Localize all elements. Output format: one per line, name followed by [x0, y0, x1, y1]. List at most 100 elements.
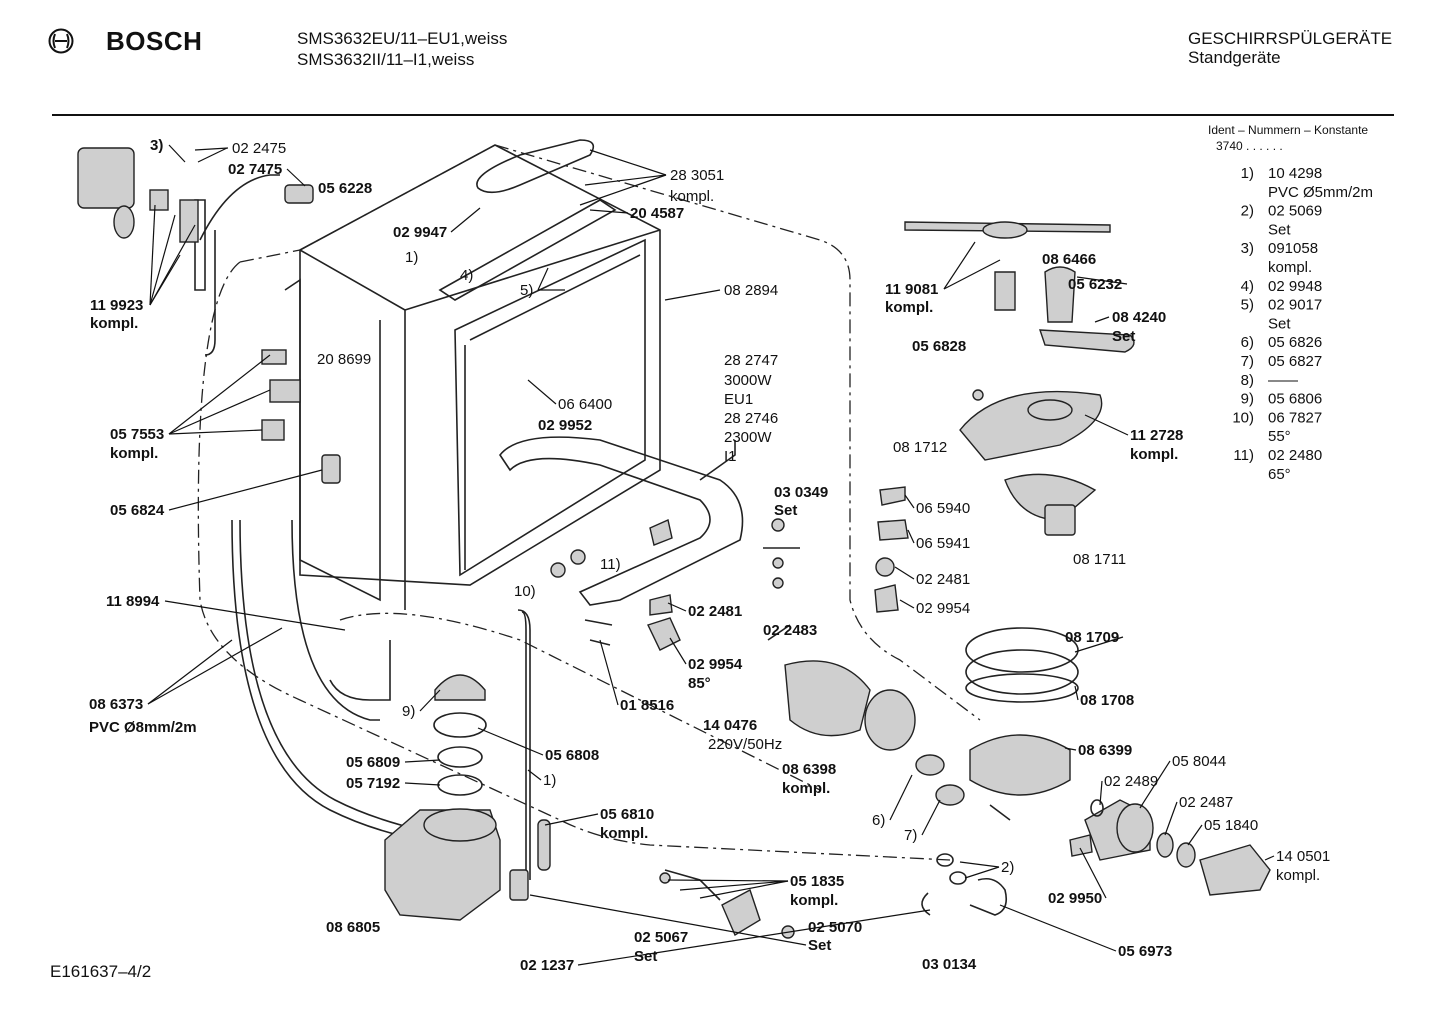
leader-line-15 [664, 289, 721, 301]
leader-line-29 [404, 759, 441, 763]
leader-line-53 [1264, 855, 1275, 861]
leader-line-35 [959, 861, 1000, 868]
callout-20: I1 [724, 448, 737, 465]
callout-47: 08 6398 [782, 761, 836, 778]
legend-value-14: 55° [1268, 428, 1291, 445]
callout-18: 28 2746 [724, 410, 778, 427]
leader-line-49 [1139, 760, 1171, 809]
leader-line-39 [1076, 276, 1128, 285]
ident-title: Ident – Nummern – Konstante [1208, 123, 1368, 137]
callout-34: 02 2483 [763, 622, 817, 639]
legend-key-11: 8) [1241, 372, 1254, 389]
callout-29: 11) [600, 556, 621, 573]
callout-16: 3000W [724, 372, 772, 389]
leader-line-20 [168, 469, 323, 511]
callout-67: 05 6828 [912, 338, 966, 355]
leader-line-25 [669, 637, 687, 665]
leader-lines [147, 144, 1275, 966]
callout-45: 14 0476 [703, 717, 757, 734]
legend-key-6: 4) [1241, 278, 1254, 295]
leader-line-37 [943, 241, 976, 290]
callout-27: 08 6373 [89, 696, 143, 713]
leader-line-18 [168, 389, 271, 435]
legend-key-12: 9) [1241, 391, 1254, 408]
leader-line-7 [149, 254, 181, 306]
callout-70: kompl. [1130, 446, 1178, 463]
callout-84: kompl. [1276, 867, 1320, 884]
model-line-2: SMS3632II/11–I1,weiss [297, 50, 475, 69]
leader-line-13 [537, 267, 549, 291]
legend-value-11: —— [1268, 372, 1298, 389]
legend-key-10: 7) [1241, 353, 1254, 370]
legend-value-8: Set [1268, 315, 1291, 332]
leader-line-33 [699, 880, 789, 899]
leader-line-41 [1084, 414, 1129, 436]
callout-77: 08 1708 [1080, 692, 1134, 709]
callout-24: kompl. [110, 445, 158, 462]
callout-11: 4) [460, 267, 473, 284]
leader-line-5 [149, 214, 176, 306]
parts-artwork [77, 139, 1271, 939]
legend-value-1: PVC Ø5mm/2m [1268, 184, 1373, 201]
callout-33: 02 2481 [688, 603, 742, 620]
leader-line-47 [1074, 685, 1079, 701]
leader-line-21 [164, 600, 346, 631]
leader-line-22 [147, 639, 233, 705]
callout-63: kompl. [885, 299, 933, 316]
callout-53: kompl. [790, 892, 838, 909]
leader-line-34 [667, 879, 789, 882]
callout-13: 08 2894 [724, 282, 778, 299]
legend-value-2: 02 5069 [1268, 203, 1322, 220]
leader-line-30 [404, 782, 441, 786]
callout-40: 05 6809 [346, 754, 400, 771]
legend-value-16: 65° [1268, 466, 1291, 483]
leader-line-32 [679, 880, 789, 891]
callout-83: 14 0501 [1276, 848, 1330, 865]
callout-19: 2300W [724, 429, 772, 446]
callout-78: 08 6399 [1078, 742, 1132, 759]
appliance-subcategory: Standgeräte [1188, 48, 1281, 67]
leader-line-60 [527, 769, 542, 781]
callout-56: 02 5070 [808, 919, 862, 936]
callout-72: 06 5941 [916, 535, 970, 552]
callout-82: 05 1840 [1204, 817, 1258, 834]
leader-line-36 [964, 866, 1000, 879]
callout-48: kompl. [782, 780, 830, 797]
callout-59: 03 0134 [922, 956, 977, 973]
leader-line-28 [477, 727, 544, 756]
callout-26: 11 8994 [106, 593, 160, 610]
callout-1: 02 2475 [232, 140, 286, 157]
callout-44: kompl. [600, 825, 648, 842]
callout-42: 1) [543, 772, 556, 789]
legend-key-13: 10) [1232, 409, 1254, 426]
callout-41: 05 7192 [346, 775, 400, 792]
leader-line-48 [1064, 747, 1077, 751]
callout-50: 7) [904, 827, 917, 844]
callout-9: 20 4587 [630, 205, 684, 222]
leader-line-42 [904, 494, 915, 509]
leader-line-8 [589, 149, 667, 176]
leader-line-17 [168, 354, 271, 435]
leader-line-54 [1079, 847, 1107, 899]
callout-30: 10) [514, 583, 536, 600]
legend-value-13: 06 7827 [1268, 409, 1322, 426]
leader-line-11 [450, 207, 481, 233]
callout-80: 02 2489 [1104, 773, 1158, 790]
callout-68: 08 1712 [893, 439, 947, 456]
callout-58: 02 1237 [520, 957, 574, 974]
legend-value-4: 091058 [1268, 240, 1318, 257]
callout-35: 02 9954 [688, 656, 743, 673]
callout-74: 02 9954 [916, 600, 970, 617]
leader-line-45 [899, 599, 915, 609]
callout-6: 28 3051 [670, 167, 724, 184]
callout-51: 08 6805 [326, 919, 380, 936]
leader-line-43 [907, 529, 915, 544]
callout-7: kompl. [670, 188, 714, 205]
leader-line-1 [197, 147, 228, 163]
leader-line-55 [999, 904, 1117, 952]
callout-23: 05 7553 [110, 426, 164, 443]
leader-line-24 [667, 602, 687, 612]
leader-line-46 [1074, 636, 1124, 653]
legend-key-9: 6) [1241, 334, 1254, 351]
